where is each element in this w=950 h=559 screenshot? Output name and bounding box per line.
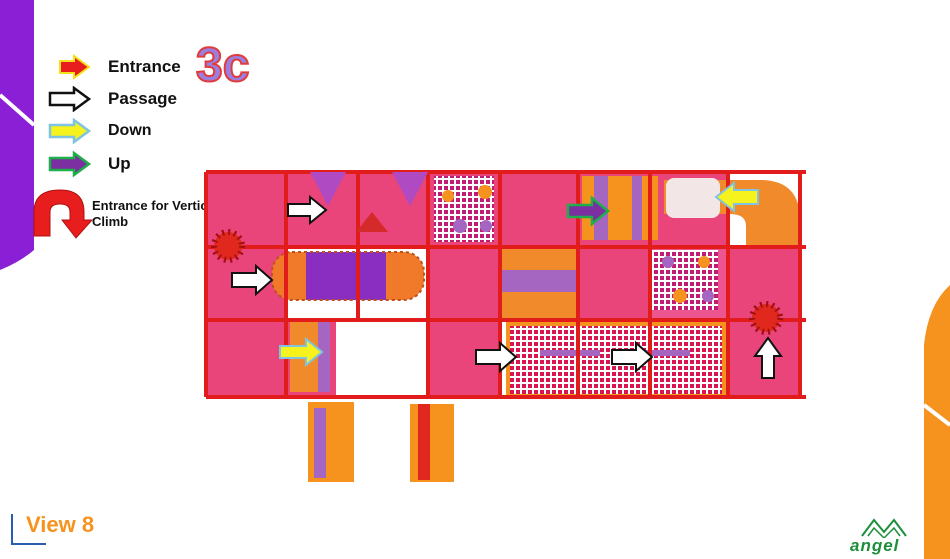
curved-red-arrow-icon [33, 189, 94, 239]
passage-arrow-3 [475, 340, 518, 374]
legend-label-entrance: Entrance [108, 57, 181, 76]
view-label: View 8 [26, 512, 95, 537]
spiky-balls [211, 229, 783, 335]
yellow-arrow-icon [48, 118, 92, 144]
legend-label-up: Up [108, 154, 131, 173]
purple-arrow-icon [48, 151, 92, 177]
legend-label-passage: Passage [108, 89, 177, 108]
passage-arrow-4 [611, 340, 654, 374]
legend-vertical-step-line2: Climb [92, 214, 129, 229]
diagram-code-label: 3c [195, 39, 250, 92]
bottom-benches [308, 402, 454, 482]
view-frame-icon [11, 514, 46, 545]
legend-down: Down [46, 118, 152, 144]
cones [310, 172, 428, 232]
down-arrow-1 [279, 336, 324, 368]
passage-arrow-2 [231, 263, 274, 297]
passage-arrow-1 [287, 194, 328, 226]
legend-passage: Passage [46, 86, 177, 112]
left-purple-band [0, 0, 36, 270]
legend-label-down: Down [108, 122, 152, 139]
frame-poles [204, 170, 806, 399]
tube-tunnel [271, 251, 425, 301]
white-arrow-icon [48, 86, 92, 112]
legend-up: Up [46, 151, 131, 177]
net-panels [434, 176, 722, 394]
down-arrow-2 [714, 180, 759, 214]
passage-arrow-up [753, 336, 783, 379]
legend-entrance: Entrance [46, 54, 181, 80]
brand-logo-text: angel [850, 536, 900, 555]
red-arrow-icon [59, 54, 91, 80]
right-orange-band [922, 285, 950, 559]
up-arrow-1 [566, 195, 610, 227]
angel-logo-icon [861, 518, 907, 538]
